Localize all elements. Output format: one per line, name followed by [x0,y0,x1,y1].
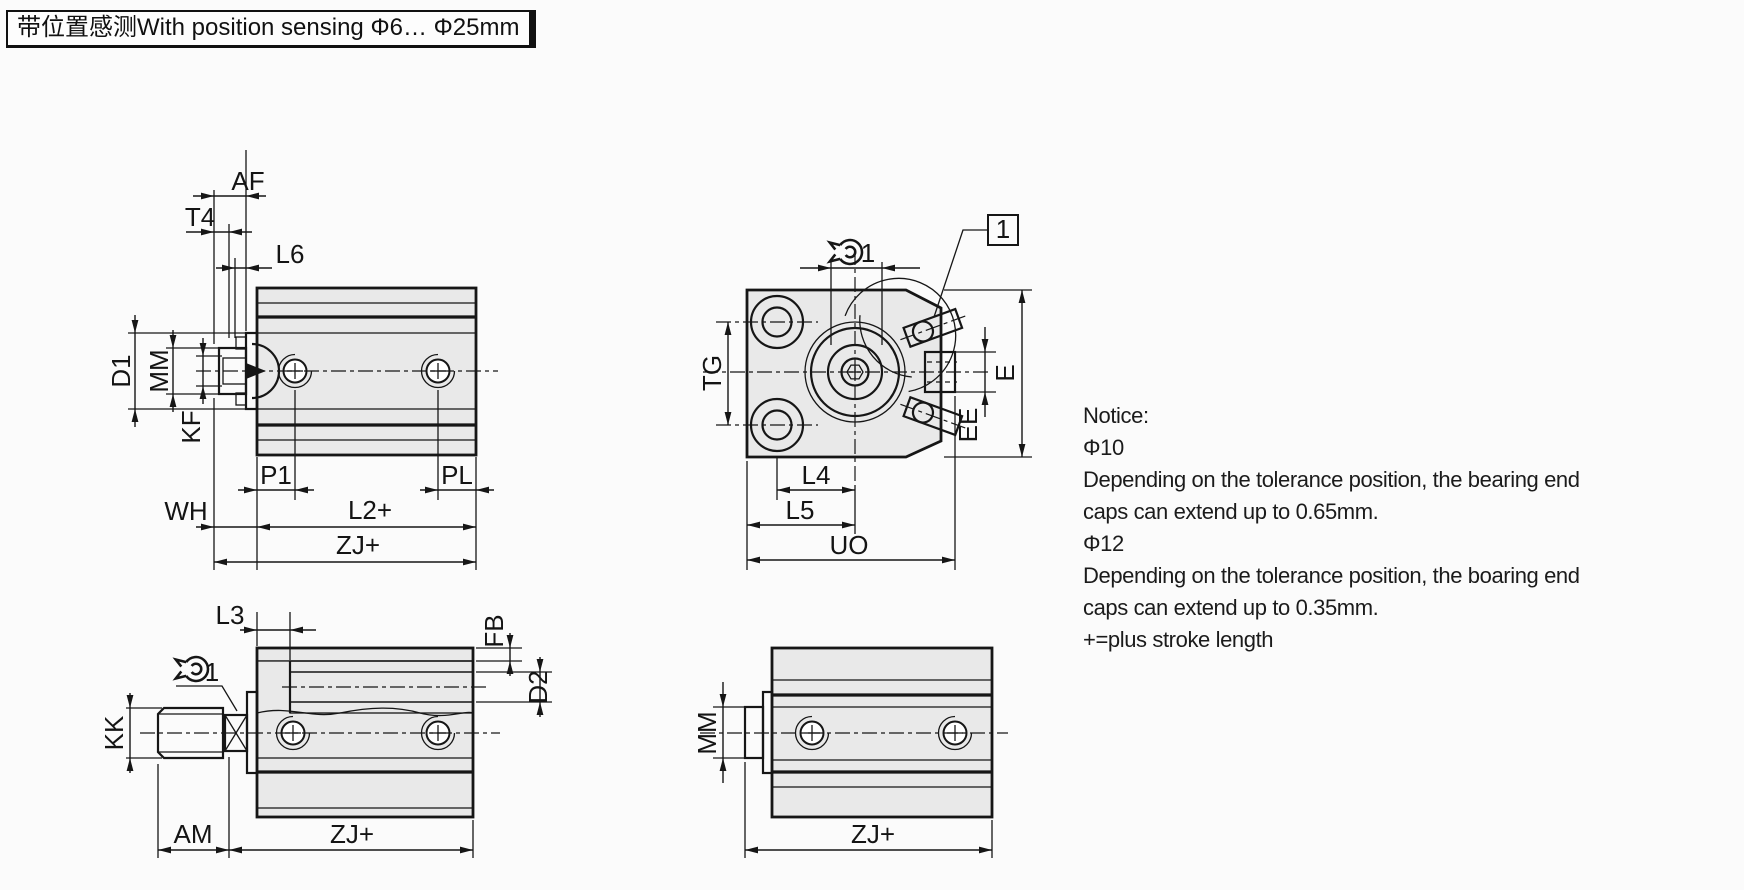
view-section: 1 L3 FB D2 KK [99,600,553,858]
sensor-slot-top [900,307,967,349]
notice-line: Φ10 [1083,435,1124,460]
dim-label-l4: L4 [802,460,831,490]
view-front: 1 1 TG E EE [697,214,1032,570]
dim-label-sw: 1 [205,657,219,687]
dim-label-pl: PL [441,460,473,490]
page-title-text: 带位置感测With position sensing Φ6… Φ25mm [17,14,520,41]
dim-label-l2: L2+ [348,495,392,525]
notice-line: caps can extend up to 0.65mm. [1083,499,1379,524]
dim-label-tg: TG [697,355,727,391]
dim-label-zj: ZJ+ [336,530,380,560]
dim-label-kf: KF [176,410,206,443]
dim-label-d2: D2 [523,670,553,703]
notice-line: Depending on the tolerance position, the… [1083,563,1580,588]
dim-label-mm: MM [144,349,174,392]
callout-box [987,214,1019,246]
dim-label-ee: EE [953,408,983,443]
dim-label-l6: L6 [276,239,305,269]
dim-label-am: AM [174,819,213,849]
dim-label-t4: T4 [185,202,215,232]
notice-line: caps can extend up to 0.35mm. [1083,595,1379,620]
view-side-top: AF T4 L6 D1 MM KF P1 PL WH L2+ ZJ+ [106,150,498,570]
dim-label-zj: ZJ+ [330,819,374,849]
dim-label-mm: MM [692,711,722,754]
callout-label: 1 [996,214,1010,244]
notice-line: Φ12 [1083,531,1124,556]
wrench-icon [174,655,210,683]
notice-line: Depending on the tolerance position, the… [1083,467,1580,492]
dim-label-kk: KK [99,715,129,750]
dim-label-wh: WH [164,496,207,526]
dim-label-p1: P1 [260,460,292,490]
wrench-icon [828,238,864,266]
dim-label-sw: 1 [861,238,875,268]
page-title: 带位置感测With position sensing Φ6… Φ25mm [6,10,536,48]
dim-label-af: AF [231,166,264,196]
sensor-slot-bottom [900,395,967,437]
dim-label-uo: UO [830,530,869,560]
dim-label-zj: ZJ+ [851,819,895,849]
break-line [256,707,474,717]
dim-label-l3: L3 [216,600,245,630]
view-side-bottom: MM ZJ+ [692,646,1008,858]
notice-heading: Notice: [1083,403,1149,428]
notice-line: +=plus stroke length [1083,627,1274,652]
dim-label-d1: D1 [106,354,136,387]
dim-label-l5: L5 [786,495,815,525]
notice-block: Notice: Φ10 Depending on the tolerance p… [1083,400,1580,656]
dim-label-e: E [990,364,1020,381]
dim-label-fb: FB [479,614,509,647]
